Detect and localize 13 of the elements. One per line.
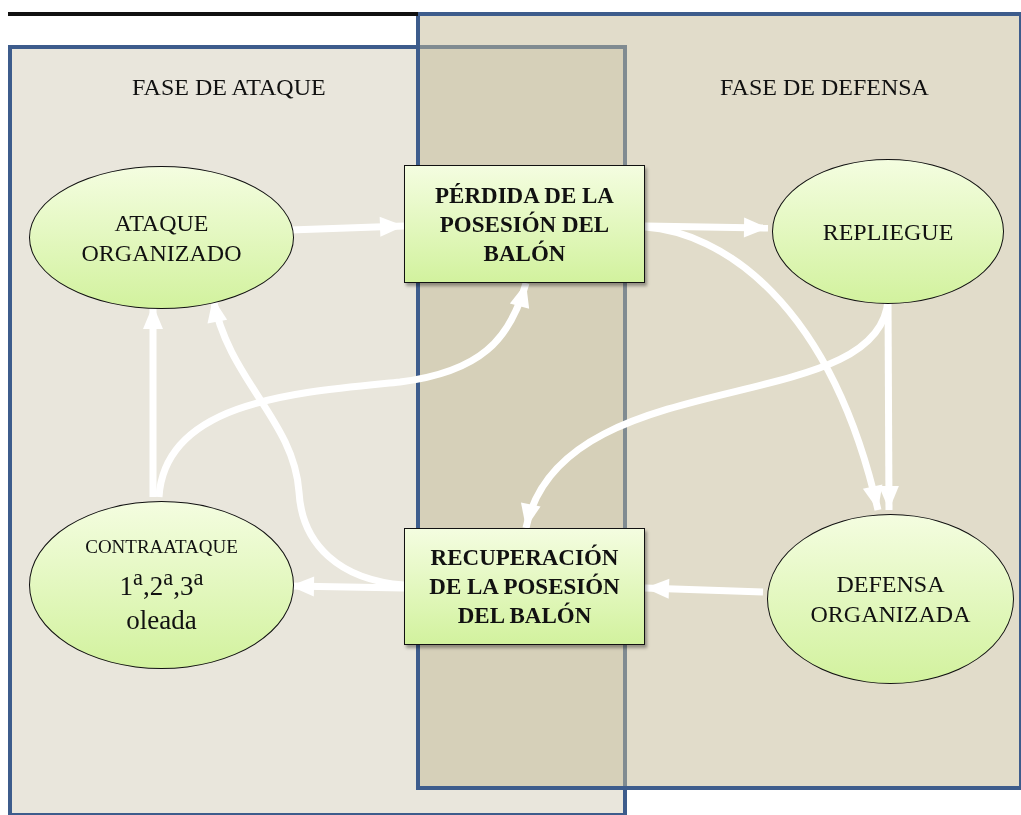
node-text: DEFENSA ORGANIZADA: [809, 570, 972, 629]
arrow: [644, 578, 764, 599]
node-text: RECUPERACIÓN DE LA POSESIÓN DEL BALÓN: [428, 543, 621, 630]
arrow: [644, 217, 769, 238]
panel-heading: FASE DE DEFENSA: [720, 74, 929, 101]
arrow: [155, 281, 530, 498]
node-text: ATAQUE ORGANIZADO: [80, 208, 243, 268]
arrow: [644, 223, 882, 511]
panel-heading: FASE DE ATAQUE: [132, 74, 326, 101]
node-text: REPLIEGUE: [821, 217, 955, 247]
node-text: 1$^{a}$,2$^{a}$,3$^{a}$ oleada: [118, 564, 205, 637]
node-text: CONTRAATAQUE: [84, 535, 239, 559]
node-text: PÉRDIDA DE LA POSESIÓN DEL BALÓN: [434, 181, 615, 268]
